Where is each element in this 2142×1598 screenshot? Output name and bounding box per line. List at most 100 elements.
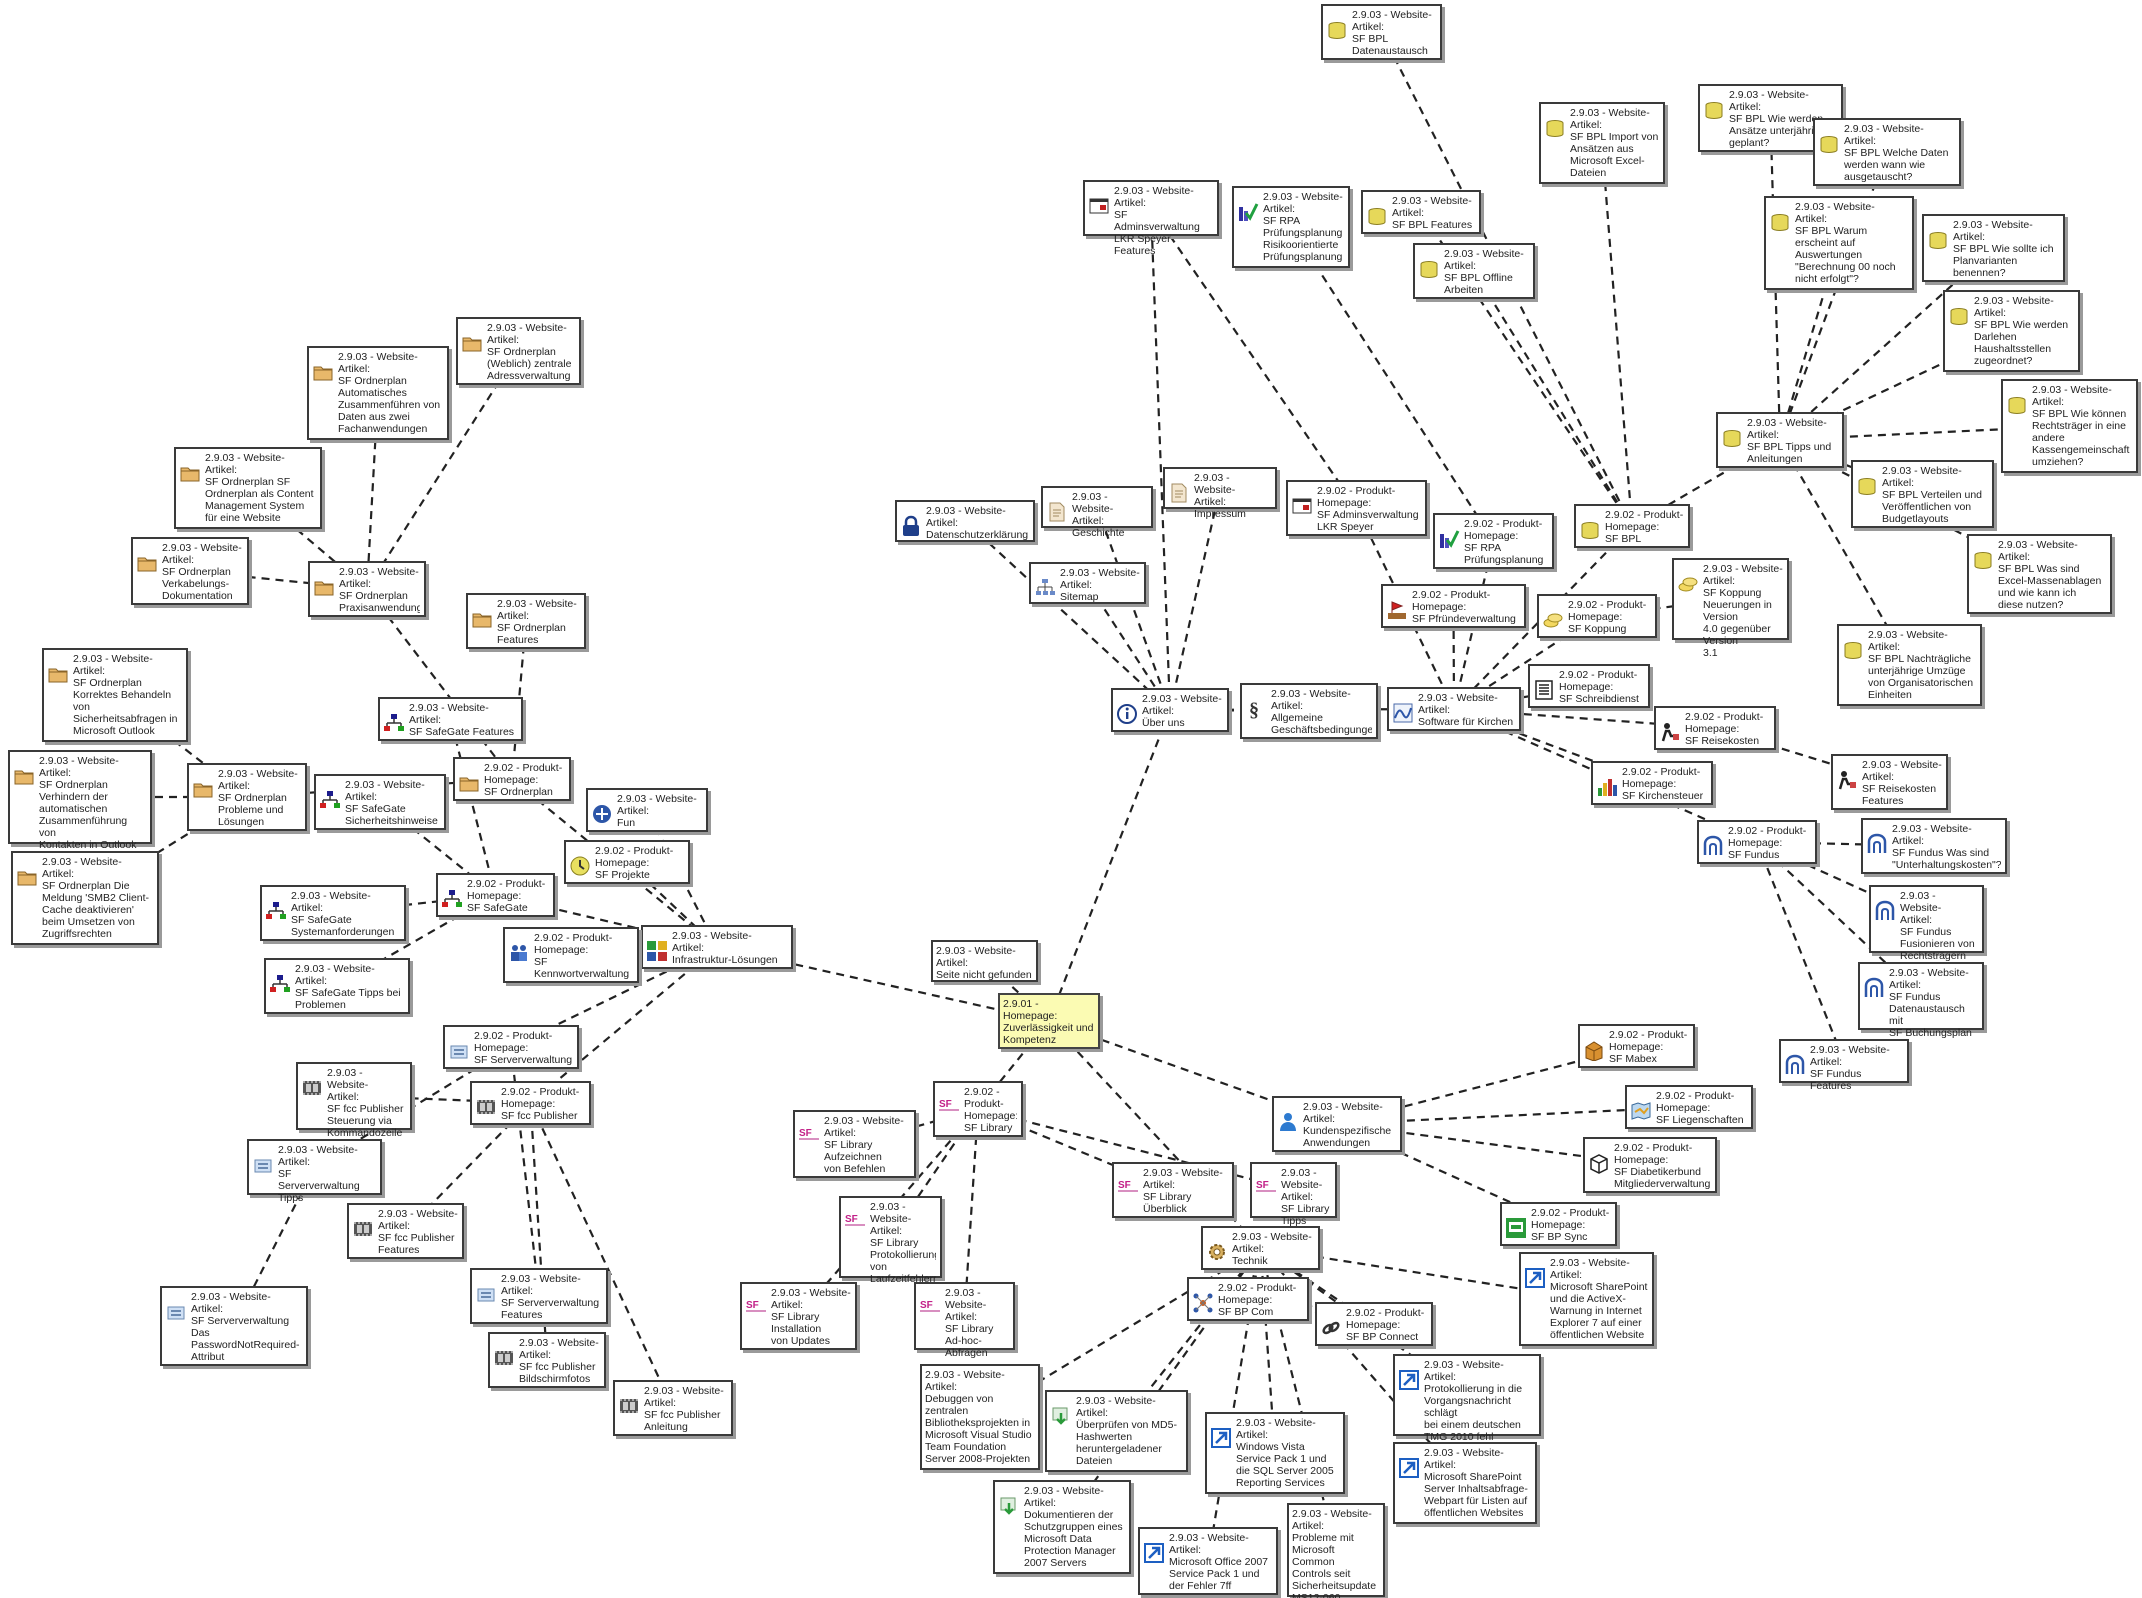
edge-kunden-diabetiker [1336,1122,1651,1167]
node-reisef[interactable]: 2.9.03 - Website- Artikel: SF Reisekoste… [1831,754,1948,810]
node-infra[interactable]: 2.9.03 - Website- Artikel: Infrastruktur… [641,925,793,969]
node-nichtgefunden[interactable]: 2.9.03 - Website- Artikel: Seite nicht g… [931,940,1038,982]
node-servertipps[interactable]: 2.9.03 - Website- Artikel: SF Serververw… [247,1139,382,1204]
node-debug[interactable]: 2.9.03 - Website- Artikel: Debuggen von … [920,1364,1040,1470]
node-fundus[interactable]: 2.9.02 - Produkt- Homepage: SF Fundus [1697,820,1817,864]
node-koppneu[interactable]: 2.9.03 - Website- Artikel: SF Koppung Ne… [1672,558,1789,659]
node-sharepoint[interactable]: 2.9.03 - Website- Artikel: Microsoft Sha… [1519,1252,1654,1346]
node-serverpw[interactable]: 2.9.03 - Website- Artikel: SF Serververw… [160,1286,308,1366]
node-bpldaten[interactable]: 2.9.03 - Website- Artikel: SF BPL Datena… [1321,4,1442,60]
node-datenschutz[interactable]: 2.9.03 - Website- Artikel: Datenschutzer… [895,500,1035,542]
lock-icon [900,515,922,537]
node-ordnermeld[interactable]: 2.9.03 - Website- Artikel: SF Ordnerplan… [11,851,159,945]
node-rpaart[interactable]: 2.9.03 - Website- Artikel: SF RPA Prüfun… [1232,186,1350,268]
node-fundus2[interactable]: 2.9.03 - Website- Artikel: SF Fundus Fus… [1869,885,1984,962]
node-bplexcel[interactable]: 2.9.03 - Website- Artikel: SF BPL Was si… [1967,534,2112,614]
node-ordnerverhind[interactable]: 2.9.03 - Website- Artikel: SF Ordnerplan… [8,750,152,851]
church-icon [1392,702,1414,724]
node-fun[interactable]: 2.9.03 - Website- Artikel: Fun [586,788,708,832]
node-adminfeatures[interactable]: 2.9.03 - Website- Artikel: SF Adminsverw… [1083,180,1219,257]
node-sgsich[interactable]: 2.9.03 - Website- Artikel: SF SafeGate S… [314,774,446,830]
node-bplimport[interactable]: 2.9.03 - Website- Artikel: SF BPL Import… [1539,102,1665,184]
node-technik[interactable]: 2.9.03 - Website- Artikel: Technik [1201,1226,1320,1270]
node-impressum[interactable]: 2.9.03 - Website- Artikel: Impressum [1163,467,1277,520]
node-vista[interactable]: 2.9.03 - Website- Artikel: Windows Vista… [1205,1412,1345,1494]
node-schreib[interactable]: 2.9.02 - Produkt- Homepage: SF Schreibdi… [1528,664,1650,708]
node-bplwelche[interactable]: 2.9.03 - Website- Artikel: SF BPL Welche… [1813,118,1961,186]
node-agb[interactable]: §2.9.03 - Website- Artikel: Allgemeine G… [1240,683,1378,739]
link-arrow-icon [1398,1369,1420,1391]
node-ordnerfeat[interactable]: 2.9.03 - Website- Artikel: SF Ordnerplan… [466,593,586,649]
node-kirchen[interactable]: 2.9.03 - Website- Artikel: Software für … [1387,687,1521,731]
node-tmg[interactable]: 2.9.03 - Website- Artikel: Protokollieru… [1393,1354,1541,1443]
node-ordnerprob[interactable]: 2.9.03 - Website- Artikel: SF Ordnerplan… [187,763,307,831]
node-ueberuns[interactable]: 2.9.03 - Website- Artikel: Über uns [1111,688,1229,732]
node-pfruende[interactable]: 2.9.02 - Produkt- Homepage: SF Pfründeve… [1381,584,1526,628]
node-fundus3[interactable]: 2.9.03 - Website- Artikel: SF Fundus Dat… [1858,962,1984,1039]
node-bpcom[interactable]: 2.9.02 - Produkt- Homepage: SF BP Com [1187,1277,1309,1321]
node-fundusf[interactable]: 2.9.03 - Website- Artikel: SF Fundus Fea… [1779,1039,1909,1092]
node-bplfeat[interactable]: 2.9.03 - Website- Artikel: SF BPL Featur… [1361,190,1481,234]
node-bplverteilen[interactable]: 2.9.03 - Website- Artikel: SF BPL Vertei… [1851,460,1994,528]
node-bplrecht[interactable]: 2.9.03 - Website- Artikel: SF BPL Wie kö… [2001,379,2138,473]
node-ordnerauto[interactable]: 2.9.03 - Website- Artikel: SF Ordnerplan… [307,346,449,440]
node-reise[interactable]: 2.9.02 - Produkt- Homepage: SF Reisekost… [1654,706,1776,750]
node-server[interactable]: 2.9.02 - Produkt- Homepage: SF Serverver… [443,1025,579,1069]
node-bpl[interactable]: 2.9.02 - Produkt- Homepage: SF BPL [1574,504,1690,548]
node-label: 2.9.02 - Produkt- Homepage: SF Pfründeve… [1412,589,1516,625]
node-bploffline[interactable]: 2.9.03 - Website- Artikel: SF BPL Offlin… [1413,243,1535,299]
node-root[interactable]: 2.9.01 - Homepage: Zuverlässigkeit und K… [998,993,1100,1049]
node-pubbild[interactable]: 2.9.03 - Website- Artikel: SF fcc Publis… [488,1332,606,1388]
node-bpconnect[interactable]: 2.9.02 - Produkt- Homepage: SF BP Connec… [1315,1302,1433,1346]
node-office[interactable]: 2.9.03 - Website- Artikel: Microsoft Off… [1138,1527,1278,1595]
node-publisher[interactable]: 2.9.02 - Produkt- Homepage: SF fcc Publi… [470,1081,591,1125]
node-label: 2.9.03 - Website- Artikel: Fun [617,793,697,829]
node-bpldarlehen[interactable]: 2.9.03 - Website- Artikel: SF BPL Wie we… [1943,290,2080,372]
node-label: 2.9.03 - Website- Artikel: Software für … [1418,692,1514,728]
node-controls[interactable]: 2.9.03 - Website- Artikel: Probleme mit … [1287,1503,1385,1598]
node-fundus1[interactable]: 2.9.03 - Website- Artikel: SF Fundus Was… [1861,818,2007,874]
node-spserver[interactable]: 2.9.03 - Website- Artikel: Microsoft Sha… [1393,1442,1537,1524]
node-bpsync[interactable]: 2.9.02 - Produkt- Homepage: SF BP Sync [1500,1202,1617,1246]
node-liegen[interactable]: 2.9.02 - Produkt- Homepage: SF Liegensch… [1625,1085,1753,1129]
node-kunden[interactable]: 2.9.03 - Website- Artikel: Kundenspezifi… [1272,1096,1402,1152]
node-bplnach[interactable]: 2.9.03 - Website- Artikel: SF BPL Nachtr… [1837,624,1982,706]
node-sitemap[interactable]: 2.9.03 - Website- Artikel: Sitemap [1029,562,1146,604]
node-md5[interactable]: 2.9.03 - Website- Artikel: Überprüfen vo… [1045,1390,1188,1472]
node-bplwarum[interactable]: 2.9.03 - Website- Artikel: SF BPL Warum … [1764,196,1914,290]
node-rpa[interactable]: 2.9.02 - Produkt- Homepage: SF RPA Prüfu… [1433,513,1554,569]
node-safegate[interactable]: 2.9.02 - Produkt- Homepage: SF SafeGate [436,873,555,917]
node-sgsys[interactable]: 2.9.03 - Website- Artikel: SF SafeGate S… [260,885,406,941]
node-kennwort[interactable]: 2.9.02 - Produkt- Homepage: SF Kennwortv… [503,927,639,983]
node-geschichte[interactable]: 2.9.03 - Website- Artikel: Geschichte [1041,486,1153,539]
node-diabetiker[interactable]: 2.9.02 - Produkt- Homepage: SF Diabetike… [1583,1137,1717,1193]
node-adminspeyer[interactable]: 2.9.02 - Produkt- Homepage: SF Adminsver… [1286,480,1427,536]
node-kirchensteuer[interactable]: 2.9.02 - Produkt- Homepage: SF Kirchenst… [1591,761,1713,805]
node-mabex[interactable]: 2.9.02 - Produkt- Homepage: SF Mabex [1578,1024,1695,1068]
node-ordnerverk[interactable]: 2.9.03 - Website- Artikel: SF Ordnerplan… [131,537,249,605]
node-kopp[interactable]: 2.9.02 - Produkt- Homepage: SF Koppung [1537,594,1657,638]
node-pubfeat[interactable]: 2.9.03 - Website- Artikel: SF fcc Publis… [347,1203,464,1259]
node-ordnerpraxis[interactable]: 2.9.03 - Website- Artikel: SF Ordnerplan… [308,561,426,617]
node-pubsteuer[interactable]: 2.9.03 - Website- Artikel: SF fcc Publis… [296,1062,412,1139]
node-bplplan[interactable]: 2.9.03 - Website- Artikel: SF BPL Wie so… [1922,214,2065,282]
node-bpltipps[interactable]: 2.9.03 - Website- Artikel: SF BPL Tipps … [1716,412,1844,468]
node-dpm[interactable]: 2.9.03 - Website- Artikel: Dokumentieren… [993,1480,1131,1574]
node-sgtipps[interactable]: 2.9.03 - Website- Artikel: SF SafeGate T… [264,958,410,1014]
node-label: 2.9.03 - Website- Artikel: SF Library Pr… [870,1201,936,1285]
node-ordnerkorrekt[interactable]: 2.9.03 - Website- Artikel: SF Ordnerplan… [42,648,188,742]
node-ordnercms[interactable]: 2.9.03 - Website- Artikel: SF Ordnerplan… [174,447,322,529]
node-ordner[interactable]: 2.9.02 - Produkt- Homepage: SF Ordnerpla… [453,757,571,801]
node-projekte[interactable]: 2.9.02 - Produkt- Homepage: SF Projekte [564,840,690,884]
node-serverfeat[interactable]: 2.9.03 - Website- Artikel: SF Serververw… [470,1268,608,1324]
node-sgfeat[interactable]: 2.9.03 - Website- Artikel: SF SafeGate F… [378,697,523,741]
node-pubanl[interactable]: 2.9.03 - Website- Artikel: SF fcc Publis… [613,1380,733,1436]
node-ordnerwebl[interactable]: 2.9.03 - Website- Artikel: SF Ordnerplan… [456,317,581,385]
